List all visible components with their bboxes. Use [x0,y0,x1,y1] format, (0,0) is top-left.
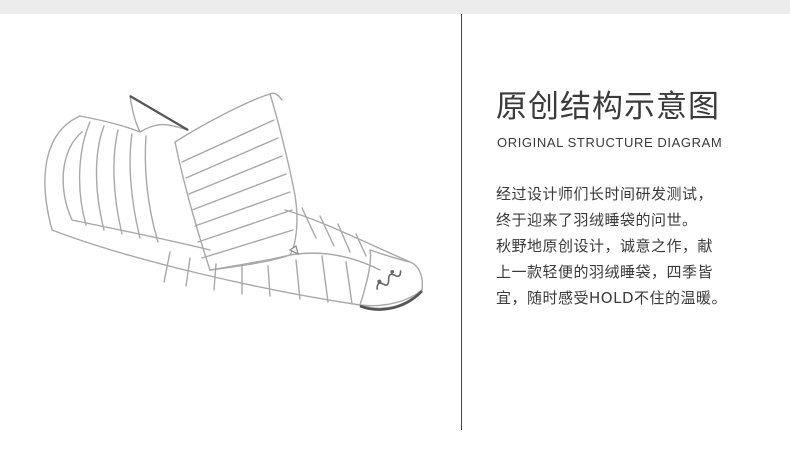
vertical-divider [461,14,462,430]
top-band [0,0,790,14]
description-line: 终于迎来了羽绒睡袋的问世。 [496,211,698,229]
section-subtitle: ORIGINAL STRUCTURE DIAGRAM [497,135,723,150]
description-line: 经过设计师们长时间研发测试， [496,185,714,203]
section-title: 原创结构示意图 [496,89,720,125]
brand-logo-icon [376,270,402,290]
description-line: 上一款轻便的羽绒睡袋，四季皆 [496,263,714,281]
sleeping-bag-illustration [44,92,424,311]
description-line: 宜，随时感受HOLD不住的温暖。 [496,289,727,307]
description-line: 秋野地原创设计，诚意之作，献 [496,237,714,255]
zipper-pull-icon [288,245,299,256]
description: 经过设计师们长时间研发测试， 终于迎来了羽绒睡袋的问世。 秋野地原创设计，诚意之… [496,181,780,311]
